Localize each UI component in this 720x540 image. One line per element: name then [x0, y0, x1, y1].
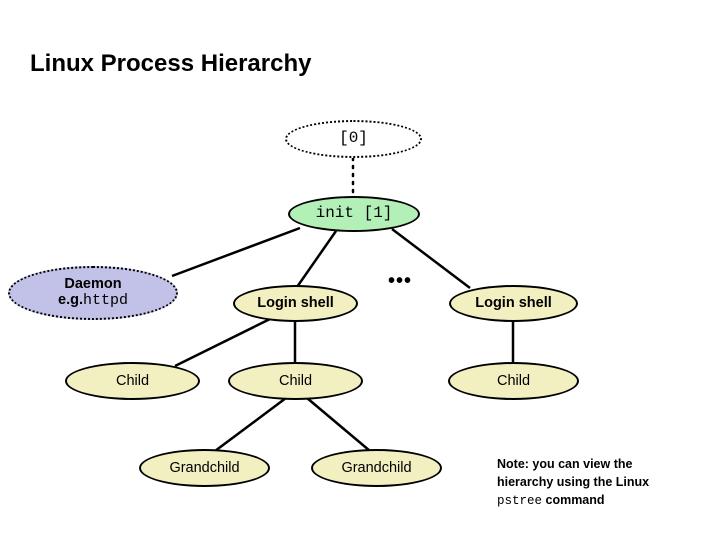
node-kernel[interactable]: [0] [285, 120, 422, 158]
edge-init-daemon [171, 226, 301, 278]
node-init-label: init [1] [315, 204, 393, 223]
node-child-middle[interactable]: Child [228, 362, 363, 400]
node-grandchild-right-label: Grandchild [341, 459, 412, 476]
node-daemon-line1: Daemon [64, 275, 122, 292]
node-child-right-label: Child [496, 372, 531, 389]
edge-loginshell-child-left [174, 317, 271, 368]
node-login-shell-right-label: Login shell [475, 295, 552, 312]
node-grandchild-right[interactable]: Grandchild [311, 449, 442, 487]
node-login-shell-right[interactable]: Login shell [449, 285, 578, 322]
note-line1: Note: you can view the [497, 457, 633, 471]
node-daemon-eg: e.g. [58, 292, 83, 309]
node-grandchild-left-label: Grandchild [169, 459, 240, 476]
node-daemon-command: httpd [82, 292, 128, 310]
ellipsis-indicator: ••• [388, 270, 413, 292]
node-child-right[interactable]: Child [448, 362, 579, 400]
node-daemon-line2: e.g.httpd [58, 292, 128, 310]
page-title: Linux Process Hierarchy [30, 50, 312, 77]
node-daemon[interactable]: Daemon e.g.httpd [8, 266, 178, 320]
node-grandchild-left[interactable]: Grandchild [139, 449, 270, 487]
note-line2: hierarchy using the Linux [497, 475, 650, 490]
node-kernel-label: [0] [339, 129, 368, 148]
edge-init-loginshell-left [295, 230, 338, 288]
node-child-left-label: Child [115, 372, 150, 389]
node-child-left[interactable]: Child [65, 362, 200, 400]
note-line3-suffix: command [542, 493, 605, 508]
note-text: Note: you can view the hierarchy using t… [497, 455, 702, 510]
edge-child-grandchild-left [214, 396, 287, 453]
edge-child-grandchild-right [306, 397, 371, 452]
node-login-shell-left-label: Login shell [257, 295, 334, 312]
node-init[interactable]: init [1] [288, 196, 420, 232]
edge-init-loginshell-right [391, 228, 471, 289]
node-child-middle-label: Child [278, 372, 313, 389]
note-command: pstree [497, 494, 543, 509]
node-login-shell-left[interactable]: Login shell [233, 285, 358, 322]
